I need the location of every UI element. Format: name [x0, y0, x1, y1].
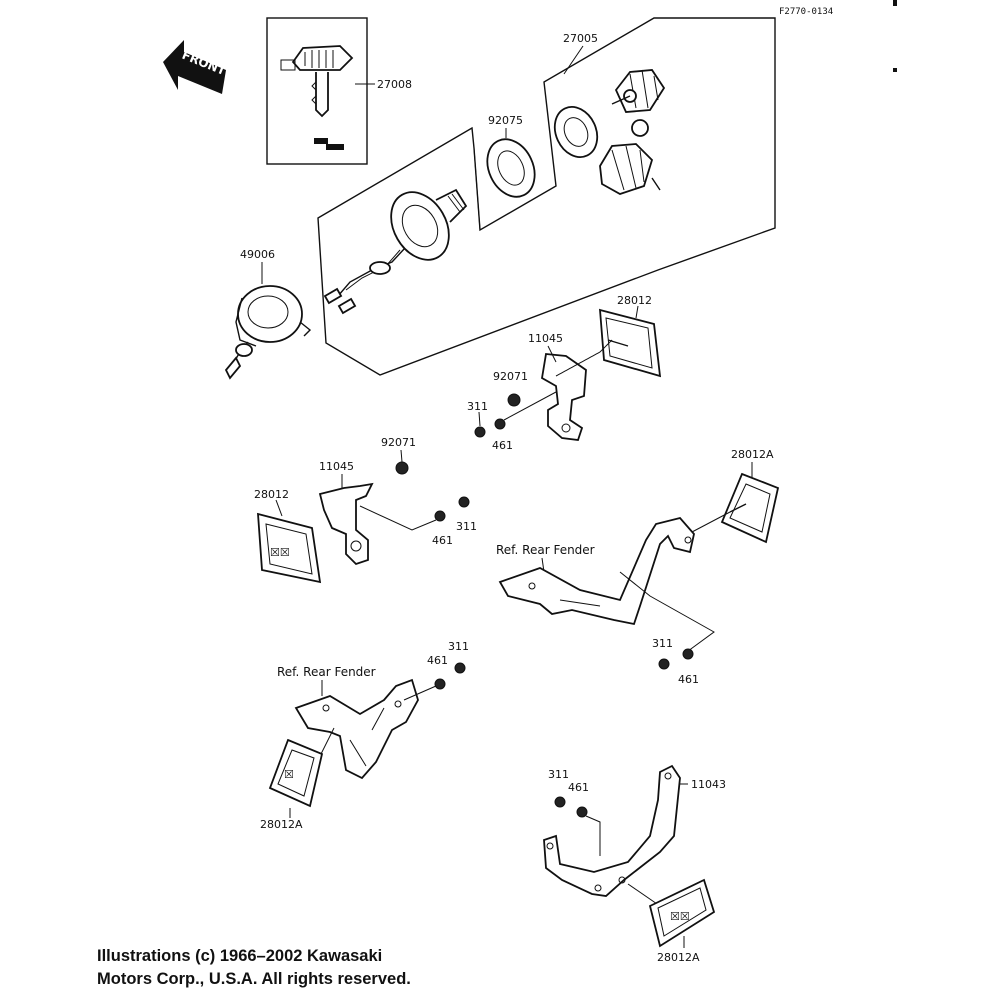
ref-rear-fender-left: Ref. Rear Fender — [277, 665, 376, 679]
screw-311-left — [458, 496, 470, 508]
drawing-code: F2770-0134 — [779, 7, 833, 17]
ignition-panel — [317, 17, 776, 376]
part-number-92075: 92075 — [488, 114, 523, 127]
reflector-28012-upper — [599, 308, 662, 378]
part-number-311-lower-left: 311 — [448, 640, 469, 653]
corner-mark — [893, 0, 897, 6]
part-number-28012A-right: 28012A — [731, 448, 774, 461]
part-number-28012-left: 28012 — [254, 488, 289, 501]
front-arrow: FRONT — [163, 40, 229, 94]
reflector-28012A-lower-left: ☒ — [268, 738, 324, 808]
screw-311-lower-right — [554, 796, 566, 808]
part-number-461-right: 461 — [678, 673, 699, 686]
washer-461-right — [682, 648, 694, 660]
part-number-28012-upper: 28012 — [617, 294, 652, 307]
key-box — [266, 17, 368, 165]
part-number-461-lower-left: 461 — [427, 654, 448, 667]
screw-311-upper — [474, 426, 486, 438]
part-number-311-right: 311 — [652, 637, 673, 650]
copyright-line-1: Illustrations (c) 1966–2002 Kawasaki — [97, 947, 382, 965]
part-number-311-lower-right: 311 — [548, 768, 569, 781]
part-number-11045-upper: 11045 — [528, 332, 563, 345]
cover-set-27005 — [553, 69, 666, 195]
part-number-11043: 11043 — [691, 778, 726, 791]
screw-311-right — [658, 658, 670, 670]
part-number-49006: 49006 — [240, 248, 275, 261]
horn-49006 — [224, 285, 312, 380]
key-head — [291, 45, 354, 71]
part-number-461-upper: 461 — [492, 439, 513, 452]
part-number-461-lower-right: 461 — [568, 781, 589, 794]
part-number-28012A-lower-left: 28012A — [260, 818, 303, 831]
key-cut-symbol — [314, 138, 344, 150]
washer-461-lower-left — [434, 678, 446, 690]
ref-rear-fender-right: Ref. Rear Fender — [496, 543, 595, 557]
bracket-rear-fender-right — [498, 511, 731, 655]
reflector-28012-left: ☒☒ — [257, 512, 322, 584]
part-number-311-left: 311 — [456, 520, 477, 533]
bracket-11043 — [543, 764, 681, 907]
bracket-11045-left — [318, 482, 437, 566]
washer-461-lower-right — [576, 806, 588, 818]
screw-311-lower-left — [454, 662, 466, 674]
part-number-92071-upper: 92071 — [493, 370, 528, 383]
part-number-461-left: 461 — [432, 534, 453, 547]
washer-461-upper — [494, 418, 506, 430]
washer-461-left — [434, 510, 446, 522]
svg-text:☒☒: ☒☒ — [670, 910, 690, 923]
part-number-28012A-lower-right: 28012A — [657, 951, 700, 964]
nut-92071-upper — [507, 393, 521, 407]
ignition-switch — [323, 188, 468, 315]
bracket-rear-fender-left — [294, 678, 437, 780]
reflector-marking: ☒☒ — [270, 546, 290, 559]
part-number-27008: 27008 — [377, 78, 412, 91]
nut-92071-left — [395, 461, 409, 475]
corner-mark — [893, 68, 897, 72]
reflector-28012A-right — [720, 472, 780, 544]
bracket-11045-upper — [541, 339, 613, 441]
part-number-27005: 27005 — [563, 32, 598, 45]
part-number-311-upper: 311 — [467, 400, 488, 413]
svg-text:☒: ☒ — [284, 768, 294, 781]
ring-92075 — [486, 138, 536, 198]
reflector-28012A-lower-right: ☒☒ — [648, 878, 716, 948]
copyright-line-2: Motors Corp., U.S.A. All rights reserved… — [97, 970, 411, 988]
part-number-92071-left: 92071 — [381, 436, 416, 449]
part-number-11045-left: 11045 — [319, 460, 354, 473]
key-blade — [315, 72, 329, 118]
